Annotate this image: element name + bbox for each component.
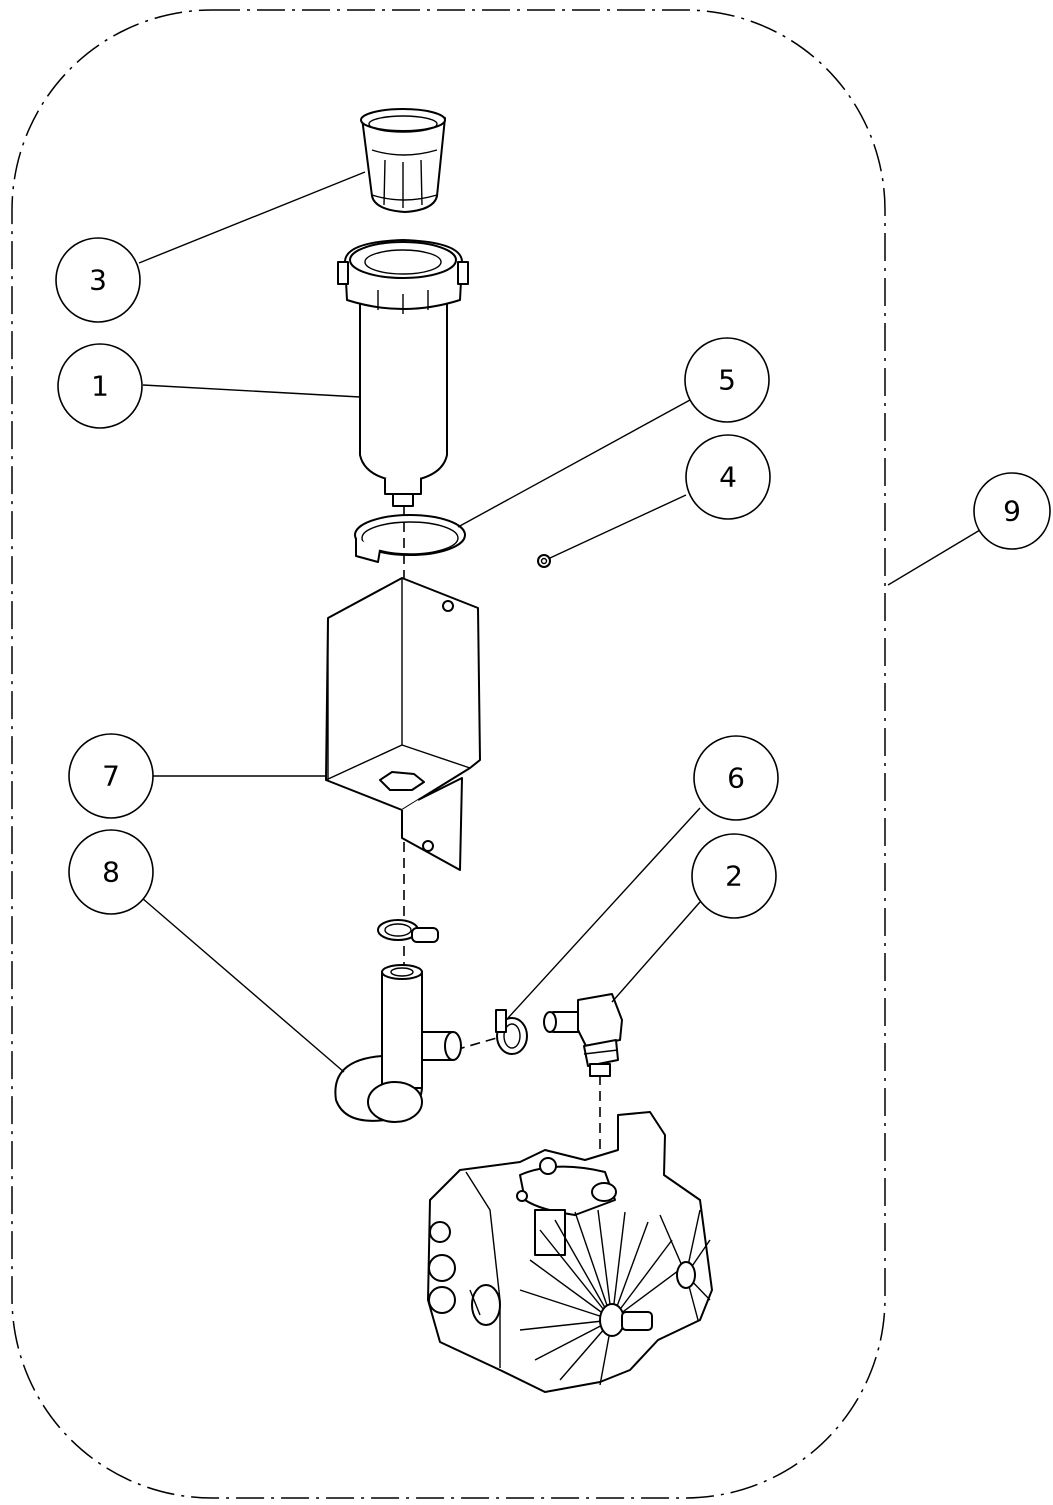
balloon-9: 9	[973, 472, 1051, 550]
balloon-3-label: 3	[89, 264, 107, 297]
leader-line-2	[611, 901, 701, 1003]
strainer-cap-part	[360, 108, 446, 213]
balloon-4: 4	[685, 434, 771, 520]
balloon-7: 7	[68, 733, 154, 819]
balloon-8-label: 8	[102, 856, 120, 889]
balloon-1: 1	[57, 343, 143, 429]
balloon-5: 5	[684, 337, 770, 423]
balloon-1-label: 1	[91, 370, 109, 403]
leader-line-1	[142, 384, 361, 398]
hose-clip-part	[377, 919, 439, 943]
hose-clamp-part	[495, 1009, 528, 1055]
leader-line-6	[507, 807, 701, 1019]
balloon-2-label: 2	[725, 860, 743, 893]
balloon-7-label: 7	[102, 760, 120, 793]
leader-line-4	[549, 494, 687, 559]
balloon-4-label: 4	[719, 461, 737, 494]
screw-part	[537, 554, 551, 568]
tee-hose-part	[334, 964, 462, 1123]
leader-line-9	[887, 529, 981, 586]
leader-line-3	[138, 171, 366, 264]
leader-line-5	[457, 399, 691, 528]
leader-line-8	[141, 897, 345, 1073]
pump-body-part	[427, 1111, 713, 1393]
balloon-3: 3	[55, 237, 141, 323]
assembly-boundary	[11, 9, 886, 1499]
elbow-fitting-part	[543, 993, 623, 1077]
balloon-2: 2	[691, 833, 777, 919]
balloon-5-label: 5	[718, 364, 736, 397]
tee-to-clamp-line	[454, 1036, 501, 1051]
mounting-bracket-part	[325, 577, 481, 871]
balloon-8: 8	[68, 829, 154, 915]
filter-bowl-part	[337, 239, 469, 507]
clamp-band-part	[354, 514, 466, 563]
balloon-6-label: 6	[727, 762, 745, 795]
balloon-6: 6	[693, 735, 779, 821]
balloon-9-label: 9	[1003, 495, 1021, 528]
